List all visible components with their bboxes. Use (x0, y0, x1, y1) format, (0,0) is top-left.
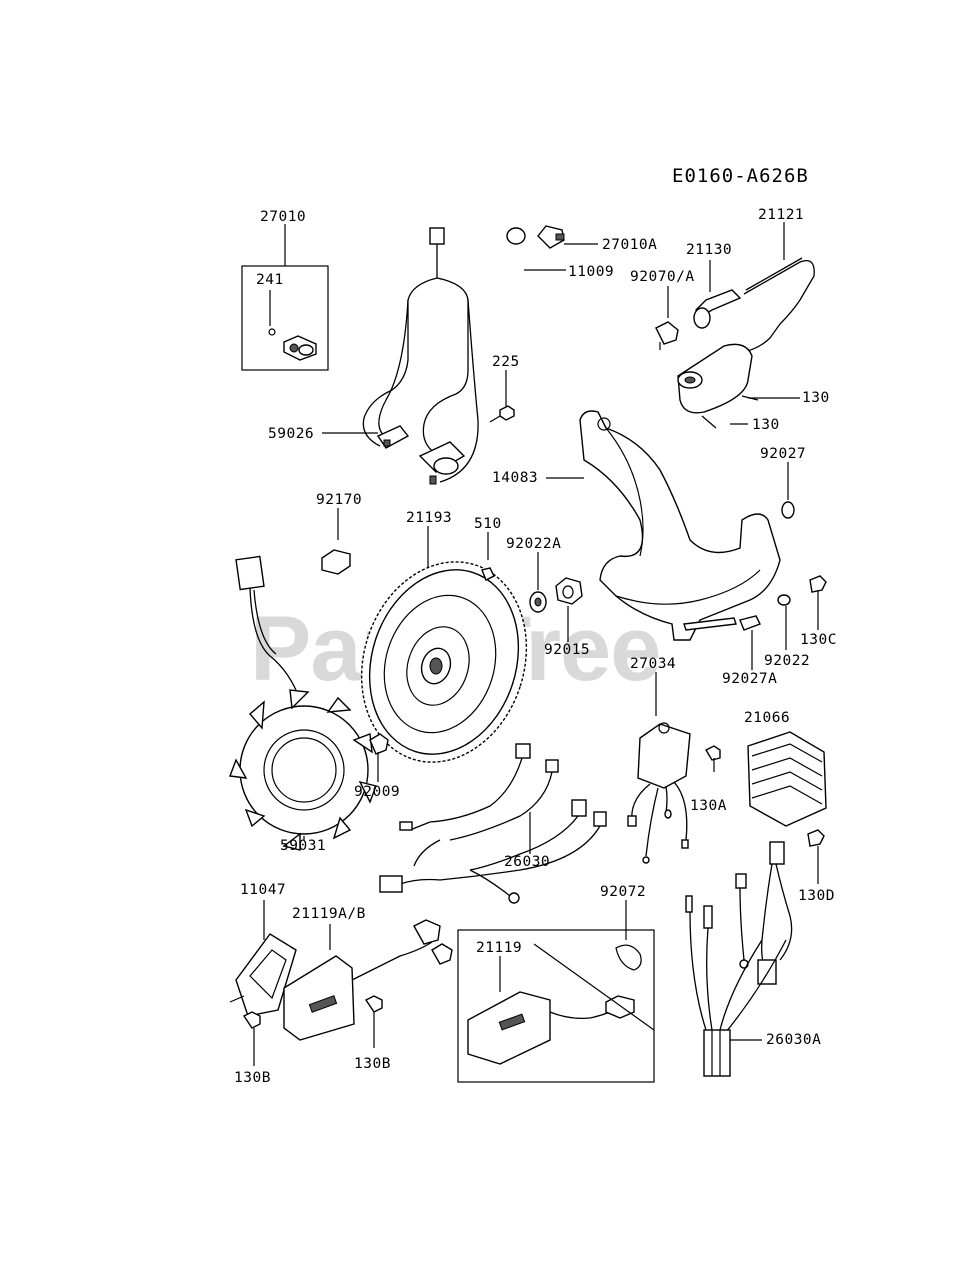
label-510: 510 (474, 516, 502, 532)
label-130d: 130D (798, 888, 835, 904)
label-21119ab: 21119A/B (292, 906, 366, 922)
key-washer-nut (481, 532, 583, 642)
label-92027: 92027 (760, 446, 806, 462)
label-225: 225 (492, 354, 520, 370)
switch-27010a (506, 225, 598, 271)
label-130a: 130A (690, 798, 727, 814)
label-21066: 21066 (744, 710, 790, 726)
label-92027a: 92027A (722, 671, 777, 687)
label-21130: 21130 (686, 242, 732, 258)
label-92022a: 92022A (506, 536, 561, 552)
pulser-coil-harness (322, 227, 479, 485)
label-21119: 21119 (476, 940, 522, 956)
collar-92027 (781, 462, 795, 519)
flywheel-21193 (360, 526, 528, 763)
oil-pressure-switch-group (241, 224, 329, 371)
label-130b-right: 130B (354, 1056, 391, 1072)
regulator-27034 (627, 672, 721, 864)
stator-59031 (229, 555, 377, 851)
regulator-21066 (747, 731, 827, 884)
label-27010: 27010 (260, 209, 306, 225)
label-27010a: 27010A (602, 237, 657, 253)
ignition-coil-group (655, 222, 815, 429)
label-59031: 59031 (280, 838, 326, 854)
label-26030a: 26030A (766, 1032, 821, 1048)
label-92015: 92015 (544, 642, 590, 658)
label-59026: 59026 (268, 426, 314, 442)
screw-92009 (369, 733, 389, 782)
label-11047: 11047 (240, 882, 286, 898)
label-92070a: 92070/A (630, 269, 695, 285)
harness-26030 (379, 743, 607, 904)
label-130c: 130C (800, 632, 837, 648)
label-21121: 21121 (758, 207, 804, 223)
label-130-a: 130 (802, 390, 830, 406)
label-26030: 26030 (504, 854, 550, 870)
label-92170: 92170 (316, 492, 362, 508)
band-92072 (615, 900, 642, 971)
label-27034: 27034 (630, 656, 676, 672)
label-14083: 14083 (492, 470, 538, 486)
cdi-bracket-group (229, 900, 453, 1066)
harness-26030a (685, 841, 793, 1077)
diagram-code: E0160-A626B (672, 165, 809, 187)
label-92072: 92072 (600, 884, 646, 900)
label-92022: 92022 (764, 653, 810, 669)
cdi-21119-box (457, 929, 655, 1083)
label-241: 241 (256, 272, 284, 288)
bolt-225 (489, 370, 515, 423)
label-21193: 21193 (406, 510, 452, 526)
cover-14083 (546, 410, 781, 641)
label-92009: 92009 (354, 784, 400, 800)
label-130-b: 130 (752, 417, 780, 433)
label-11009: 11009 (568, 264, 614, 280)
fasteners-right (739, 575, 827, 670)
label-130b-left: 130B (234, 1070, 271, 1086)
clip-92170 (321, 508, 351, 575)
